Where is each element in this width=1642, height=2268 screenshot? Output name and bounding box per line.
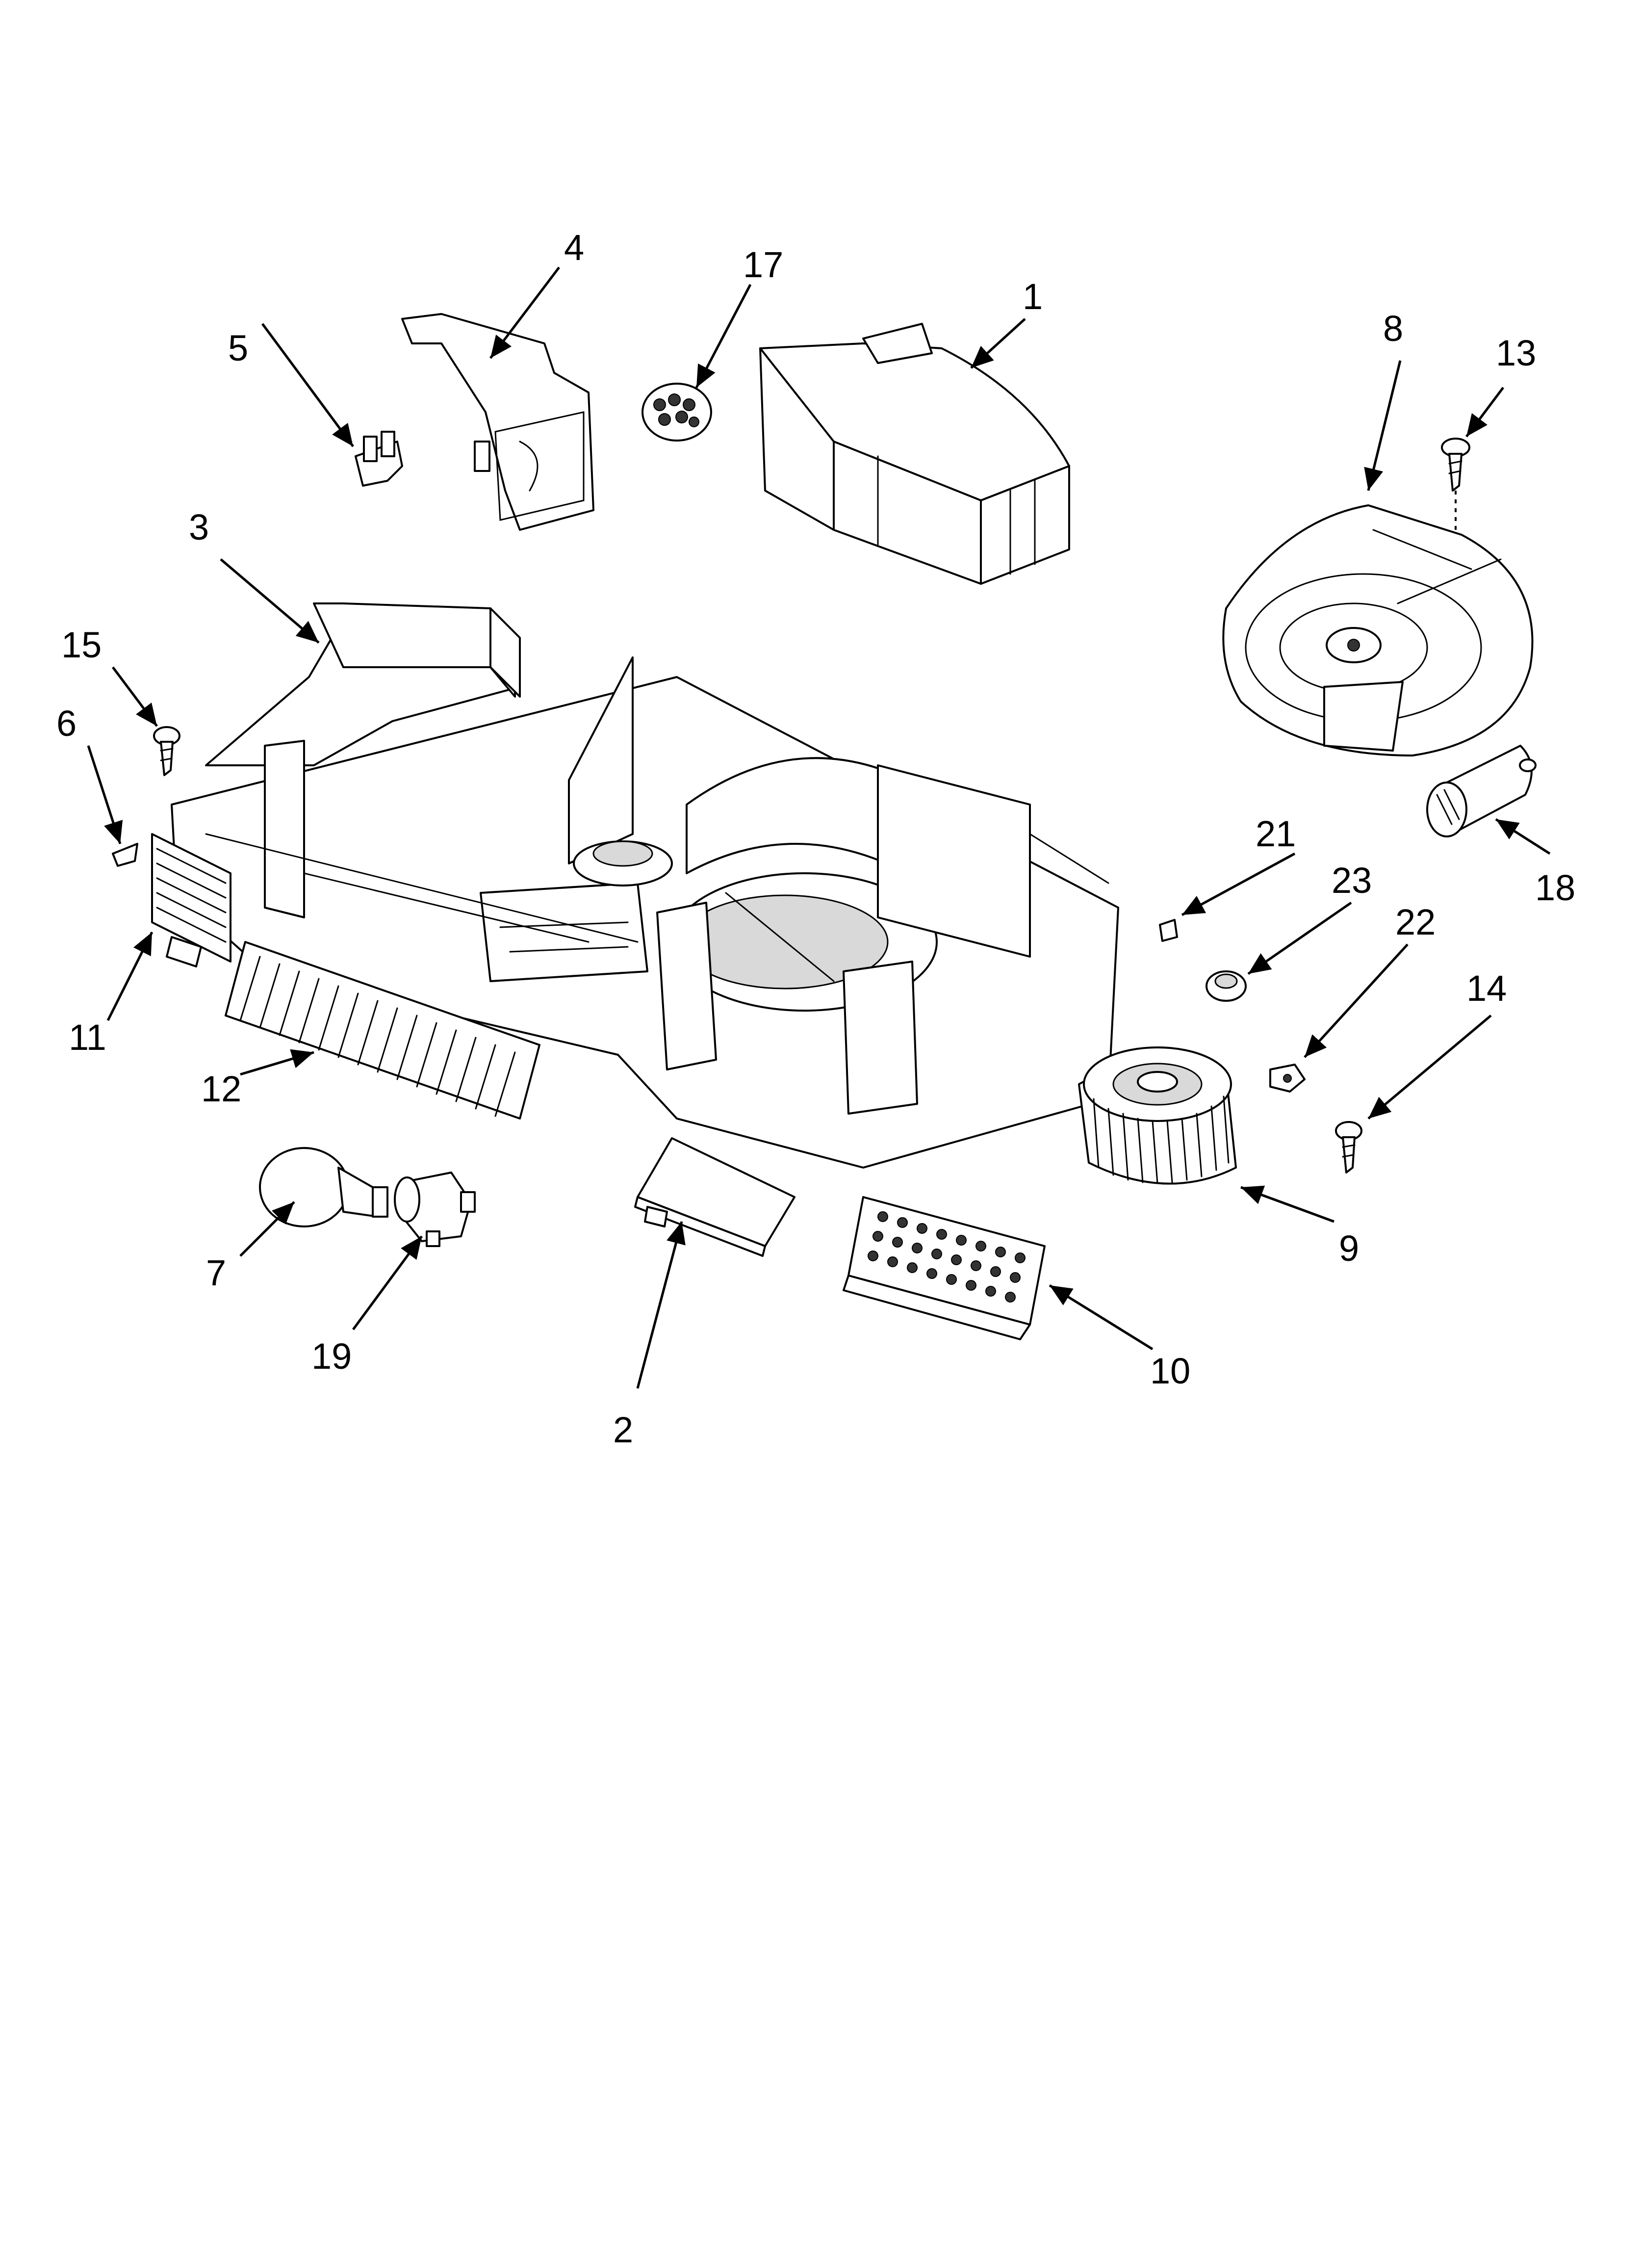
callout-6: 6 xyxy=(56,703,77,744)
callout-1: 1 xyxy=(1023,276,1043,317)
duct-part xyxy=(759,323,1070,585)
callout-15: 15 xyxy=(61,625,102,665)
callout-21: 21 xyxy=(1256,813,1296,854)
tab-6-part xyxy=(112,843,138,867)
screw-14-part xyxy=(1335,1121,1362,1173)
callout-23: 23 xyxy=(1332,860,1372,901)
base-housing-part xyxy=(171,602,1119,1169)
louver-panel-part xyxy=(151,833,231,967)
callout-5: 5 xyxy=(228,328,248,368)
callout-11: 11 xyxy=(69,1017,106,1058)
callout-13: 13 xyxy=(1496,333,1536,373)
blower-housing-part xyxy=(1222,504,1534,756)
callout-19: 19 xyxy=(311,1336,352,1377)
callout-9: 9 xyxy=(1339,1228,1359,1269)
callout-14: 14 xyxy=(1466,968,1507,1009)
nut-22-part xyxy=(1269,1064,1306,1093)
callout-12: 12 xyxy=(201,1069,241,1109)
light-bulb-part xyxy=(259,1147,388,1227)
leader-lines xyxy=(87,266,1551,1389)
callout-18: 18 xyxy=(1535,867,1575,908)
screw-13-part xyxy=(1441,438,1470,492)
bracket-part xyxy=(401,313,594,531)
callout-22: 22 xyxy=(1395,902,1436,942)
charcoal-filter-part xyxy=(843,1196,1046,1340)
callout-labels: 4 17 1 5 8 13 3 15 6 21 23 22 18 14 11 1… xyxy=(56,227,1575,1450)
capacitor-part xyxy=(1426,745,1537,837)
screw-15-part xyxy=(153,726,180,776)
callout-3: 3 xyxy=(189,507,209,547)
light-cover-part xyxy=(634,1137,795,1257)
nut-21-part xyxy=(1159,919,1178,942)
callout-7: 7 xyxy=(206,1252,226,1293)
round-grille-part xyxy=(641,383,712,442)
clip-part xyxy=(355,431,403,487)
blower-wheel-part xyxy=(1078,1046,1237,1185)
grease-filter-part xyxy=(225,941,540,1120)
callout-10: 10 xyxy=(1150,1351,1190,1391)
bushing-23-part xyxy=(1206,970,1247,1002)
callout-8: 8 xyxy=(1383,308,1403,349)
callout-2: 2 xyxy=(613,1409,633,1450)
callout-4: 4 xyxy=(564,227,584,268)
lamp-socket-part xyxy=(394,1172,476,1247)
callout-17: 17 xyxy=(743,244,783,285)
